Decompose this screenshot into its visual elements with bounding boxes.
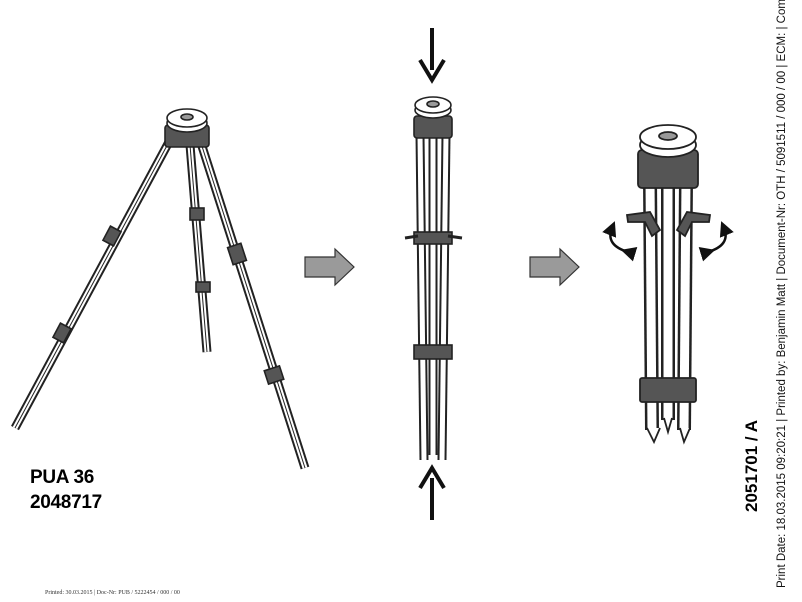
tripod-folded-head	[413, 96, 453, 139]
document-code: 2051701 / A	[742, 420, 761, 512]
tripod-folded-legs	[404, 134, 463, 461]
print-info: Print Date: 18.03.2015 09:20:21 | Printe…	[776, 0, 788, 588]
product-name: PUA 36	[30, 467, 95, 488]
tripod-strap-closeup-illustration	[625, 124, 712, 445]
tripod-closeup-head	[637, 124, 699, 189]
tripod-open-leg-left	[11, 137, 174, 431]
rotate-arrow-left	[602, 221, 638, 262]
tripod-open-leg-middle	[185, 144, 212, 353]
rotate-arrow-right	[698, 221, 734, 262]
push-down-arrow	[418, 28, 446, 84]
push-up-arrow	[418, 464, 446, 520]
tripod-open-illustration	[11, 108, 310, 470]
product-number: 2048717	[30, 492, 102, 513]
footer-print-note: Printed: 30.03.2015 | Doc-Nr: PUB / 5222…	[45, 590, 180, 596]
tripod-open-leg-right	[195, 138, 310, 470]
tripod-folded-illustration	[404, 96, 463, 461]
step-arrow-right-1	[304, 247, 355, 287]
tripod-open-head	[164, 108, 210, 148]
step-arrow-right-2	[529, 247, 580, 287]
